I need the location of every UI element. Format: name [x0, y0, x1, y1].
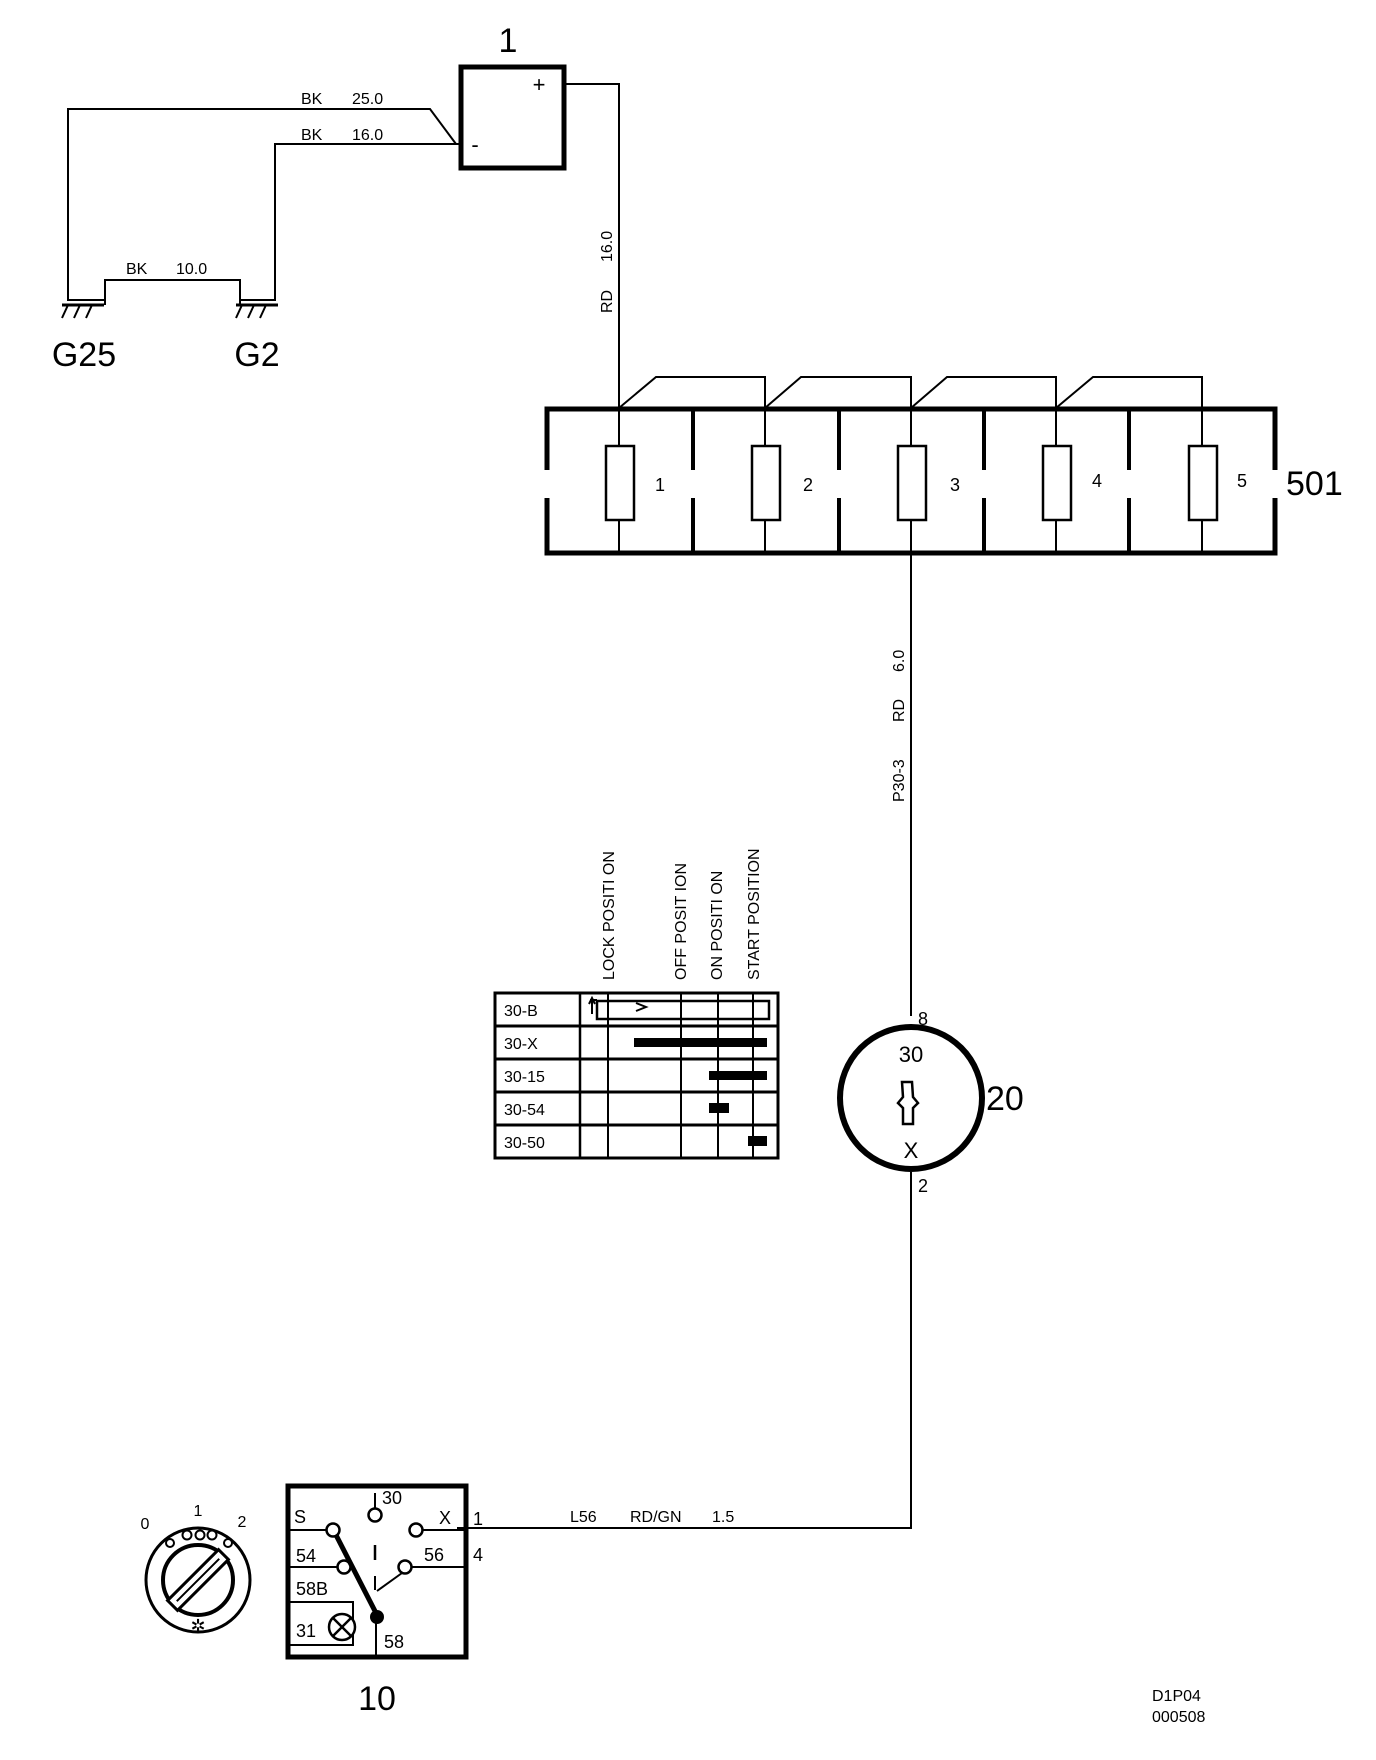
terminal-x: X	[439, 1508, 451, 1528]
pin-1: 1	[473, 1509, 483, 1529]
fuse-3-label: 3	[950, 475, 960, 495]
ground-wiring: BK 25.0 BK 16.0 BK 10.0	[67, 91, 461, 305]
p303-circuit: P30-3	[891, 759, 908, 802]
contact-x	[408, 1522, 424, 1538]
bk10-size: 10.0	[176, 261, 207, 278]
row-30-b: 30-B	[504, 1003, 538, 1020]
ground-g25-label: G25	[52, 336, 116, 374]
col-lock-position: LOCK POSITI ON	[601, 851, 618, 980]
light-switch-id: 10	[358, 1680, 396, 1718]
rotary-knob-icon: 0 1 2 ✲	[141, 1503, 252, 1636]
terminal-58b: 58B	[296, 1579, 328, 1599]
row-30-x-bar	[634, 1038, 767, 1047]
ignition-pin-top: 8	[918, 1009, 928, 1029]
row-30-15: 30-15	[504, 1069, 545, 1086]
fuse-1-label: 1	[655, 475, 665, 495]
wire-p30-3: P30-3 RD 6.0	[891, 553, 912, 1016]
wire-bk-10	[104, 279, 241, 305]
wire-l56: L56 RD/GN 1.5	[457, 1172, 912, 1529]
rd16-size: 16.0	[599, 231, 616, 262]
row-30-54: 30-54	[504, 1102, 545, 1119]
bk16-color: BK	[301, 127, 323, 144]
battery: 1 + -	[458, 22, 567, 171]
l56-circuit: L56	[570, 1509, 597, 1526]
l56-color: RD/GN	[630, 1509, 682, 1526]
knob-position-0: 0	[141, 1516, 150, 1533]
pin-4: 4	[473, 1545, 483, 1565]
col-off-position: OFF POSIT ION	[673, 863, 690, 980]
code-line-2: 000508	[1152, 1709, 1205, 1726]
fuse-3: 3	[896, 409, 960, 553]
battery-box	[458, 64, 567, 171]
reference-code: D1P04 000508	[1152, 1688, 1205, 1726]
battery-id: 1	[499, 22, 518, 60]
wire-bk-25	[67, 108, 457, 287]
fuse-2: 2	[750, 409, 813, 553]
contact-30	[367, 1507, 383, 1523]
fuse-icon	[750, 444, 782, 522]
fuse-icon	[1187, 444, 1219, 522]
wire-rd-16: RD 16.0	[564, 83, 620, 408]
terminal-56: 56	[424, 1545, 444, 1565]
fuse-box-id: 501	[1286, 465, 1343, 503]
ignition-id: 20	[986, 1080, 1024, 1118]
ignition-terminal-x: X	[904, 1138, 919, 1163]
row-30-15-bar	[709, 1071, 767, 1080]
light-switch: S 30 X 54 56 58B 31 58 1 4	[285, 1483, 483, 1718]
terminal-s: S	[294, 1507, 306, 1527]
switch-pivot	[370, 1610, 384, 1624]
terminal-58: 58	[384, 1632, 404, 1652]
rd16-color: RD	[599, 290, 616, 313]
fuse-icon	[1041, 444, 1073, 522]
fuse-icon	[604, 444, 636, 522]
ignition-switch: 8 30 X 2 20	[837, 1009, 1024, 1196]
col-start-position: START POSITION	[746, 848, 763, 980]
contact-s	[325, 1522, 341, 1538]
l56-size: 1.5	[712, 1509, 734, 1526]
ignition-terminal-30: 30	[899, 1042, 923, 1067]
bk16-size: 16.0	[352, 127, 383, 144]
row-30-b-loop	[595, 999, 771, 1021]
row-30-50: 30-50	[504, 1135, 545, 1152]
battery-minus: -	[471, 132, 478, 157]
terminal-30: 30	[382, 1488, 402, 1508]
p303-color: RD	[891, 699, 908, 722]
terminal-54: 54	[296, 1546, 316, 1566]
light-switch-frame	[285, 1483, 469, 1660]
row-30-54-bar	[709, 1103, 729, 1113]
battery-plus: +	[533, 72, 546, 97]
bk25-color: BK	[301, 91, 323, 108]
bk10-color: BK	[126, 261, 148, 278]
ground-g2-label: G2	[234, 336, 279, 374]
ground-g2: G2	[234, 287, 280, 374]
table-frame	[493, 991, 780, 1160]
sun-icon: ✲	[190, 1616, 205, 1636]
p303-size: 6.0	[891, 650, 908, 672]
fuse-5-label: 5	[1237, 471, 1247, 491]
row-30-x: 30-X	[504, 1036, 538, 1053]
switch-position-table: LOCK POSITI ON OFF POSIT ION ON POSITI O…	[493, 848, 780, 1160]
ignition-pin-bottom: 2	[918, 1176, 928, 1196]
code-line-1: D1P04	[1152, 1688, 1201, 1705]
fuse-4-label: 4	[1092, 471, 1102, 491]
knob-position-1: 1	[194, 1503, 203, 1520]
fuse-5: 5	[1187, 409, 1247, 553]
fuse-icon	[896, 444, 928, 522]
bk25-size: 25.0	[352, 91, 383, 108]
fuse-4: 4	[1041, 409, 1102, 553]
ground-g25: G25	[52, 280, 116, 374]
wire-bk-16	[274, 143, 461, 287]
terminal-31: 31	[296, 1621, 316, 1641]
fuse-box: 1 2 3 4 5 501	[543, 376, 1343, 556]
row-30-50-bar	[748, 1136, 767, 1146]
knob-position-2: 2	[238, 1514, 247, 1531]
col-on-position: ON POSITI ON	[709, 871, 726, 980]
contact-56	[397, 1559, 413, 1575]
fuse-2-label: 2	[803, 475, 813, 495]
key-slot-icon	[896, 1080, 920, 1126]
fuse-1: 1	[604, 409, 665, 553]
lamp-icon	[327, 1612, 357, 1642]
